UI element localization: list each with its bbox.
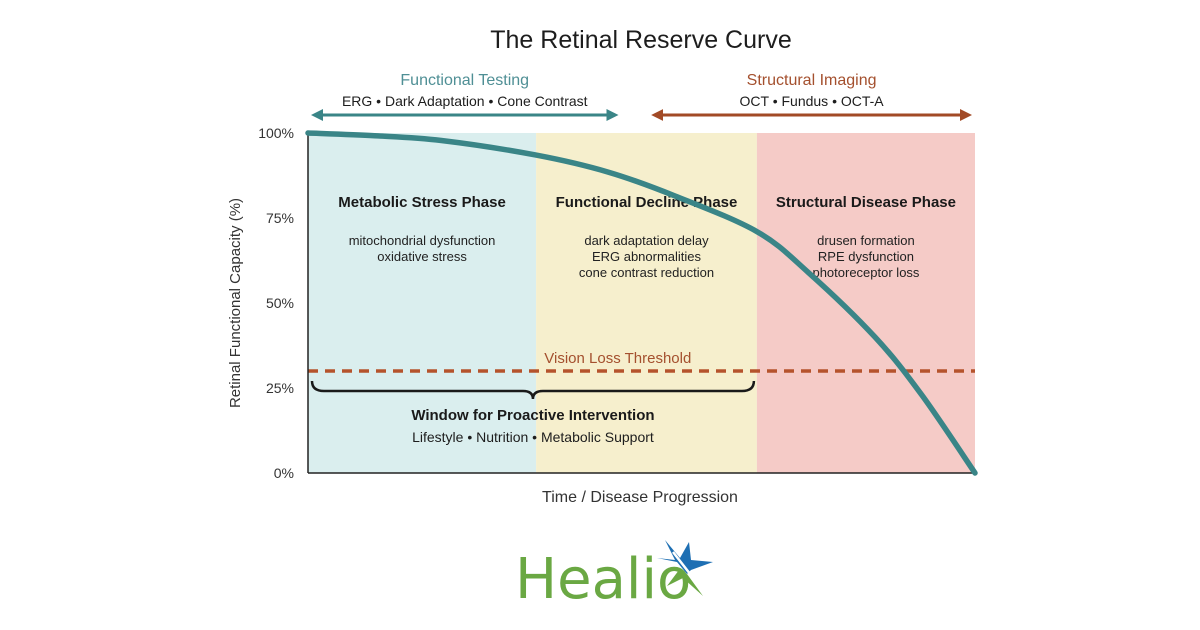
annotation-title: Functional Testing: [400, 72, 529, 89]
star-icon: [657, 540, 713, 596]
y-tick-label: 25%: [266, 380, 294, 396]
phase-descriptor: ERG abnormalities: [592, 249, 702, 264]
y-tick-label: 100%: [258, 125, 294, 141]
intervention-window-title: Window for Proactive Intervention: [411, 407, 654, 424]
healio-logo: Healio: [515, 540, 713, 612]
phase-descriptor: dark adaptation delay: [584, 233, 709, 248]
phase-title: Structural Disease Phase: [776, 194, 956, 211]
phase-title: Functional Decline Phase: [556, 194, 738, 211]
phase-descriptor: RPE dysfunction: [818, 249, 914, 264]
annotation-title: Structural Imaging: [747, 72, 877, 89]
y-tick-label: 50%: [266, 295, 294, 311]
phase-descriptor: cone contrast reduction: [579, 265, 714, 280]
chart-title: The Retinal Reserve Curve: [490, 26, 792, 54]
annotation-subtitle: ERG • Dark Adaptation • Cone Contrast: [342, 93, 588, 109]
retinal-reserve-curve: [305, 130, 978, 476]
y-axis-label: Retinal Functional Capacity (%): [227, 198, 244, 408]
y-tick-label: 75%: [266, 210, 294, 226]
intervention-window-brace: [310, 380, 756, 400]
phase-labels: Metabolic Stress Phase mitochondrial dysf…: [338, 194, 956, 280]
phase-descriptor: oxidative stress: [377, 249, 467, 264]
intervention-window-subtitle: Lifestyle • Nutrition • Metabolic Suppor…: [412, 429, 654, 445]
phase-regions: [308, 133, 975, 473]
phase-region-2: [536, 133, 757, 473]
y-tick-labels: 0% 25% 50% 75% 100%: [258, 125, 294, 481]
phase-title: Metabolic Stress Phase: [338, 194, 506, 211]
phase-descriptor: mitochondrial dysfunction: [349, 233, 496, 248]
x-axis-label: Time / Disease Progression: [542, 489, 738, 506]
phase-region-1: [308, 133, 537, 473]
y-tick-label: 0%: [274, 465, 294, 481]
phase-descriptor: photoreceptor loss: [812, 265, 919, 280]
healio-logo-text: Healio: [515, 547, 691, 612]
annotation-subtitle: OCT • Fundus • OCT-A: [740, 93, 885, 109]
phase-descriptor: drusen formation: [817, 233, 915, 248]
vision-loss-threshold-label: Vision Loss Threshold: [544, 350, 691, 367]
